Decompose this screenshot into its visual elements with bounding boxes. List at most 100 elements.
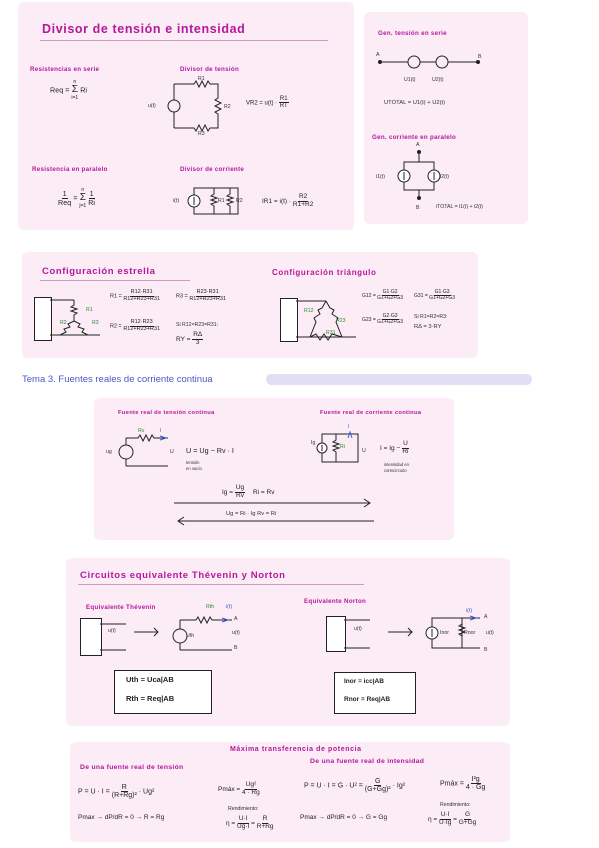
gen-parallel-heading: Gen. corriente en paralelo	[372, 134, 457, 141]
th-left-wires	[100, 623, 126, 651]
i-eta-num2: G	[463, 811, 472, 820]
v-pmax-num: Ug²	[244, 781, 258, 790]
th-heading: Equivalente Thévenin	[86, 604, 156, 611]
isrc-note2: cortocircuito	[384, 468, 407, 473]
i-heading: De una fuente real de intensidad	[310, 758, 425, 765]
star-eq3-lhs: R3 =	[176, 293, 188, 300]
no-b: B	[484, 647, 488, 653]
vsrc-circuit	[118, 433, 168, 467]
i-rend: Rendimiento:	[440, 802, 471, 808]
par-num: 1	[61, 189, 68, 199]
delta-eq4: RΔ = 3·RY	[414, 324, 442, 330]
isrc-ig: Ig	[311, 440, 316, 446]
gp-i2: i2(t)	[440, 174, 449, 180]
delta-circuit	[296, 300, 356, 341]
cdiv-heading: Divisor de corriente	[180, 166, 245, 173]
star-eq1-num: R12·R31	[129, 289, 154, 297]
i-eta-num1: U·I	[439, 811, 451, 820]
no-a: A	[484, 614, 488, 620]
thevenin-title: Circuitos equivalente Thévenin y Norton	[80, 570, 286, 581]
th-a: A	[234, 616, 238, 622]
conv1-den: Rv	[236, 491, 244, 499]
series-term: Ri	[80, 85, 87, 95]
v-pmax-den: 4 · Rg	[242, 788, 260, 796]
series-lhs: Req =	[50, 85, 70, 95]
vsrc-note2: en vacío	[186, 466, 202, 471]
no-inor: Inor	[440, 630, 449, 636]
v-eta-den1: Ug·I	[237, 822, 250, 830]
th-ith: i(t)	[226, 604, 233, 610]
u2-source-icon	[435, 55, 449, 69]
conv-arrow-right	[174, 498, 371, 508]
cdiv-r1: R1	[218, 198, 225, 204]
vsrc-ug: ug	[106, 449, 112, 455]
gen-series-heading: Gen. tensión en serie	[378, 30, 447, 37]
max-power-card	[70, 742, 510, 842]
star-box	[34, 297, 52, 341]
isrc-i: I	[348, 424, 350, 430]
isrc-ri: Ri	[340, 444, 345, 450]
conv1-rhs: Ri = Rv	[252, 489, 275, 497]
star-r2: R2	[60, 320, 67, 326]
no-i: i(t)	[466, 608, 473, 614]
star-note: Si R12=R23=R31:	[176, 322, 219, 328]
parallel-heading: Resistencia en paralelo	[32, 166, 108, 173]
isrc-note1: intensidad en	[384, 462, 409, 467]
i-eq1-num: G	[373, 778, 382, 787]
star-eq3-num: R23·R31	[195, 289, 220, 297]
delta-r31: R31	[326, 330, 336, 336]
i-eq1: P = U · I = G · U² = G(G+Gg)² · Ig²	[304, 778, 405, 794]
thevenin-underline	[78, 584, 364, 585]
delta-r12: R12	[304, 308, 314, 314]
cdiv-circuit	[187, 187, 239, 215]
delta-r23: R23	[336, 318, 346, 324]
generators-card	[364, 12, 528, 224]
delta-eq2-den: G1+G2+G3	[377, 319, 404, 326]
vsrc-eq: U = Ug − Rv · I	[186, 446, 234, 455]
tema-pill	[266, 374, 532, 385]
vdiv-den: RT	[279, 103, 288, 110]
star-eq4-num: RΔ	[192, 331, 204, 340]
no-rnor: Rnor	[464, 630, 476, 636]
th-source-icon	[172, 628, 188, 644]
conv1-num: Ug	[234, 484, 246, 493]
vsrc-note1: tensión	[186, 460, 200, 465]
no-u-left: u(t)	[354, 626, 362, 632]
sum-top: n	[73, 79, 77, 85]
v-eq1: P = U · I = R(R+Rg)² · Ug²	[78, 784, 154, 800]
v-eq2: Pmax → dP/dR = 0 → R = Rg	[78, 814, 165, 821]
vdiv-r1: R1	[198, 76, 205, 82]
vdiv-heading: Divisor de tensión	[180, 66, 240, 73]
no-circuit	[425, 615, 480, 649]
no-eq2: Rnor = Req|AB	[344, 696, 391, 703]
isrc-circuit	[316, 430, 359, 463]
fuentes-card	[94, 398, 454, 540]
no-u-right: u(t)	[486, 630, 494, 636]
i-pmax-den: 4 · Gg	[465, 784, 486, 792]
psum-bot: j=1	[79, 202, 87, 209]
vsrc-source-icon	[118, 444, 134, 460]
isrc-num: U	[402, 440, 409, 449]
gen-series-circuit	[378, 55, 480, 69]
isrc-eq-lhs: I = Ig −	[380, 445, 401, 453]
isrc-heading: Fuente real de corriente continua	[320, 410, 422, 416]
no-arrow	[388, 627, 413, 637]
u1-source-icon	[407, 55, 421, 69]
star-r3: R3	[92, 320, 99, 326]
v-eta-lhs: η =	[226, 820, 236, 828]
th-arrow	[134, 627, 159, 637]
